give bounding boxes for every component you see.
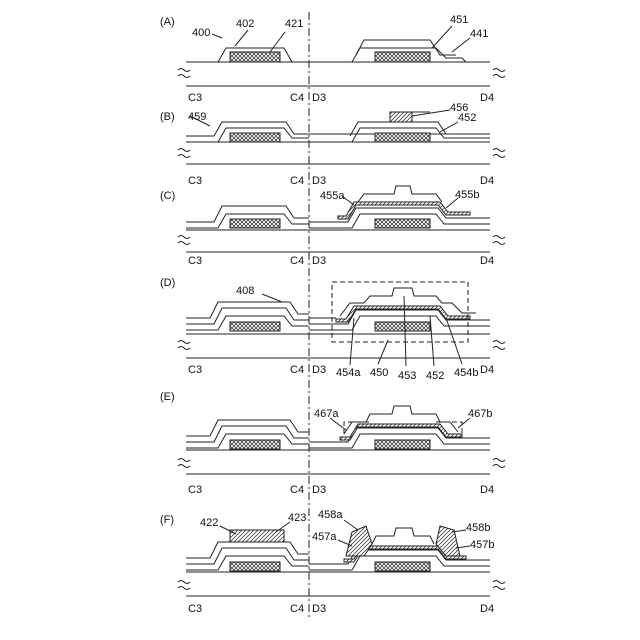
section-c4: C4	[290, 484, 304, 496]
label-441: 441	[470, 28, 488, 40]
section-d4: D4	[480, 255, 494, 267]
section-c3: C3	[188, 255, 202, 267]
section-c4: C4	[290, 364, 304, 376]
panel-b: (B) 459 456 452 C3 C4 D3 D4	[160, 102, 505, 187]
electrode-458a-457a	[346, 526, 372, 556]
section-c3: C3	[188, 364, 202, 376]
label-408: 408	[236, 285, 254, 297]
section-c3: C3	[188, 603, 202, 615]
panel-a: (A) 400 402 421 451 441 C3 C4 D3 D4	[160, 14, 505, 104]
label-454b: 454b	[454, 367, 478, 379]
label-454a: 454a	[336, 367, 361, 379]
section-d4: D4	[480, 603, 494, 615]
section-d4: D4	[480, 484, 494, 496]
section-c4: C4	[290, 175, 304, 187]
label-459: 459	[188, 111, 206, 123]
resist-mask-456	[390, 112, 412, 122]
section-c3: C3	[188, 484, 202, 496]
label-455a: 455a	[320, 190, 345, 202]
label-422: 422	[200, 517, 218, 529]
section-d3: D3	[312, 92, 326, 104]
panel-d: (D) 408 454a 450 453 452 454b C3 C4 D3 D…	[160, 277, 505, 382]
label-450: 450	[370, 367, 388, 379]
label-402: 402	[236, 18, 254, 30]
label-452: 452	[458, 112, 476, 124]
section-d4: D4	[480, 364, 494, 376]
panel-c-letter: (C)	[160, 190, 175, 202]
section-c4: C4	[290, 603, 304, 615]
section-d3: D3	[312, 255, 326, 267]
section-c4: C4	[290, 92, 304, 104]
label-400: 400	[192, 27, 210, 39]
label-453: 453	[398, 370, 416, 382]
label-455b: 455b	[455, 189, 479, 201]
label-458b: 458b	[466, 522, 490, 534]
label-421: 421	[285, 18, 303, 30]
section-d3: D3	[312, 175, 326, 187]
gate-electrode-left	[230, 52, 280, 62]
section-c3: C3	[188, 92, 202, 104]
panel-a-letter: (A)	[160, 16, 175, 28]
label-467b: 467b	[468, 408, 492, 420]
section-d4: D4	[480, 92, 494, 104]
section-d3: D3	[312, 364, 326, 376]
gate-electrode-right	[375, 52, 430, 62]
label-423: 423	[288, 512, 306, 524]
panel-b-letter: (B)	[160, 111, 175, 123]
panel-e-letter: (E)	[160, 391, 175, 403]
label-457a: 457a	[312, 531, 337, 543]
panel-f: (F) 422 423 458a 457a 458b 457b C3 C4 D3…	[160, 509, 505, 615]
label-451: 451	[450, 14, 468, 26]
panel-f-letter: (F)	[160, 514, 174, 526]
section-d3: D3	[312, 603, 326, 615]
label-452: 452	[426, 370, 444, 382]
section-d3: D3	[312, 484, 326, 496]
label-457b: 457b	[470, 539, 494, 551]
panel-c: (C) 455a 455b C3 C4 D3 D4	[160, 186, 505, 267]
label-467a: 467a	[314, 408, 339, 420]
section-c4: C4	[290, 255, 304, 267]
panel-d-letter: (D)	[160, 277, 175, 289]
section-d4: D4	[480, 175, 494, 187]
panel-e: (E) 467a 467b C3 C4 D3 D4	[160, 391, 505, 496]
section-c3: C3	[188, 175, 202, 187]
label-458a: 458a	[318, 509, 343, 521]
